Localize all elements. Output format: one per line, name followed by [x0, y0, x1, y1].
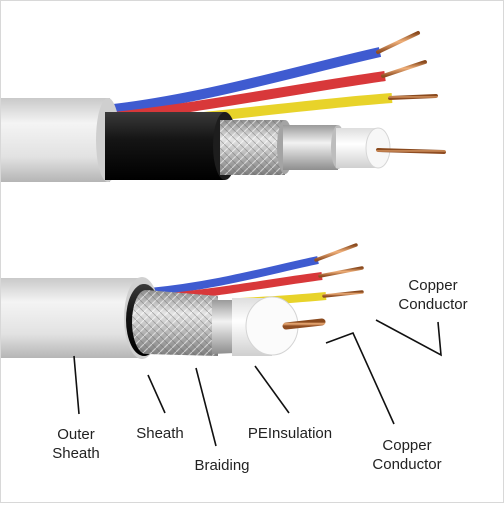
label-copper-conductor-top-line1: Copper [408, 277, 458, 294]
top-copper-2 [381, 60, 427, 78]
bottom-copper-3 [322, 290, 364, 298]
bottom-center-copper [282, 318, 326, 330]
leader-outer-sheath [73, 355, 80, 415]
label-outer-sheath-line1: Outer [57, 426, 95, 443]
label-copper-conductor-top-line2: Conductor [398, 296, 468, 313]
label-copper-conductor-bottom: Copper Conductor [362, 436, 452, 474]
bottom-copper-1 [314, 243, 358, 262]
bottom-copper-2 [318, 266, 364, 278]
label-outer-sheath: Outer Sheath [48, 425, 104, 463]
leader-braiding [195, 367, 217, 447]
label-copper-conductor-top: Copper Conductor [388, 276, 478, 314]
top-outer-jacket [0, 98, 110, 182]
label-pe-insulation: PEInsulation [247, 425, 333, 442]
leader-copper-bottom [325, 331, 395, 425]
bottom-cable [0, 243, 364, 359]
label-outer-sheath-line2: Sheath [52, 445, 100, 462]
top-cable [0, 31, 446, 182]
top-copper-1 [376, 31, 420, 54]
top-blue-wire [104, 47, 382, 115]
label-copper-conductor-bottom-line1: Copper [382, 437, 432, 454]
leader-lines [73, 319, 442, 447]
leader-pe-insulation [254, 365, 290, 414]
label-sheath: Sheath [136, 425, 184, 442]
bottom-outer-jacket [0, 278, 142, 358]
top-copper-3 [388, 94, 438, 100]
leader-copper-top [375, 319, 442, 357]
top-black-sheath [105, 112, 225, 180]
label-braiding: Braiding [194, 457, 250, 474]
leader-sheath [147, 374, 166, 414]
top-foil [283, 125, 338, 170]
top-center-copper [376, 148, 446, 154]
bottom-blue-wire [149, 256, 319, 296]
label-copper-conductor-bottom-line2: Conductor [372, 456, 442, 473]
